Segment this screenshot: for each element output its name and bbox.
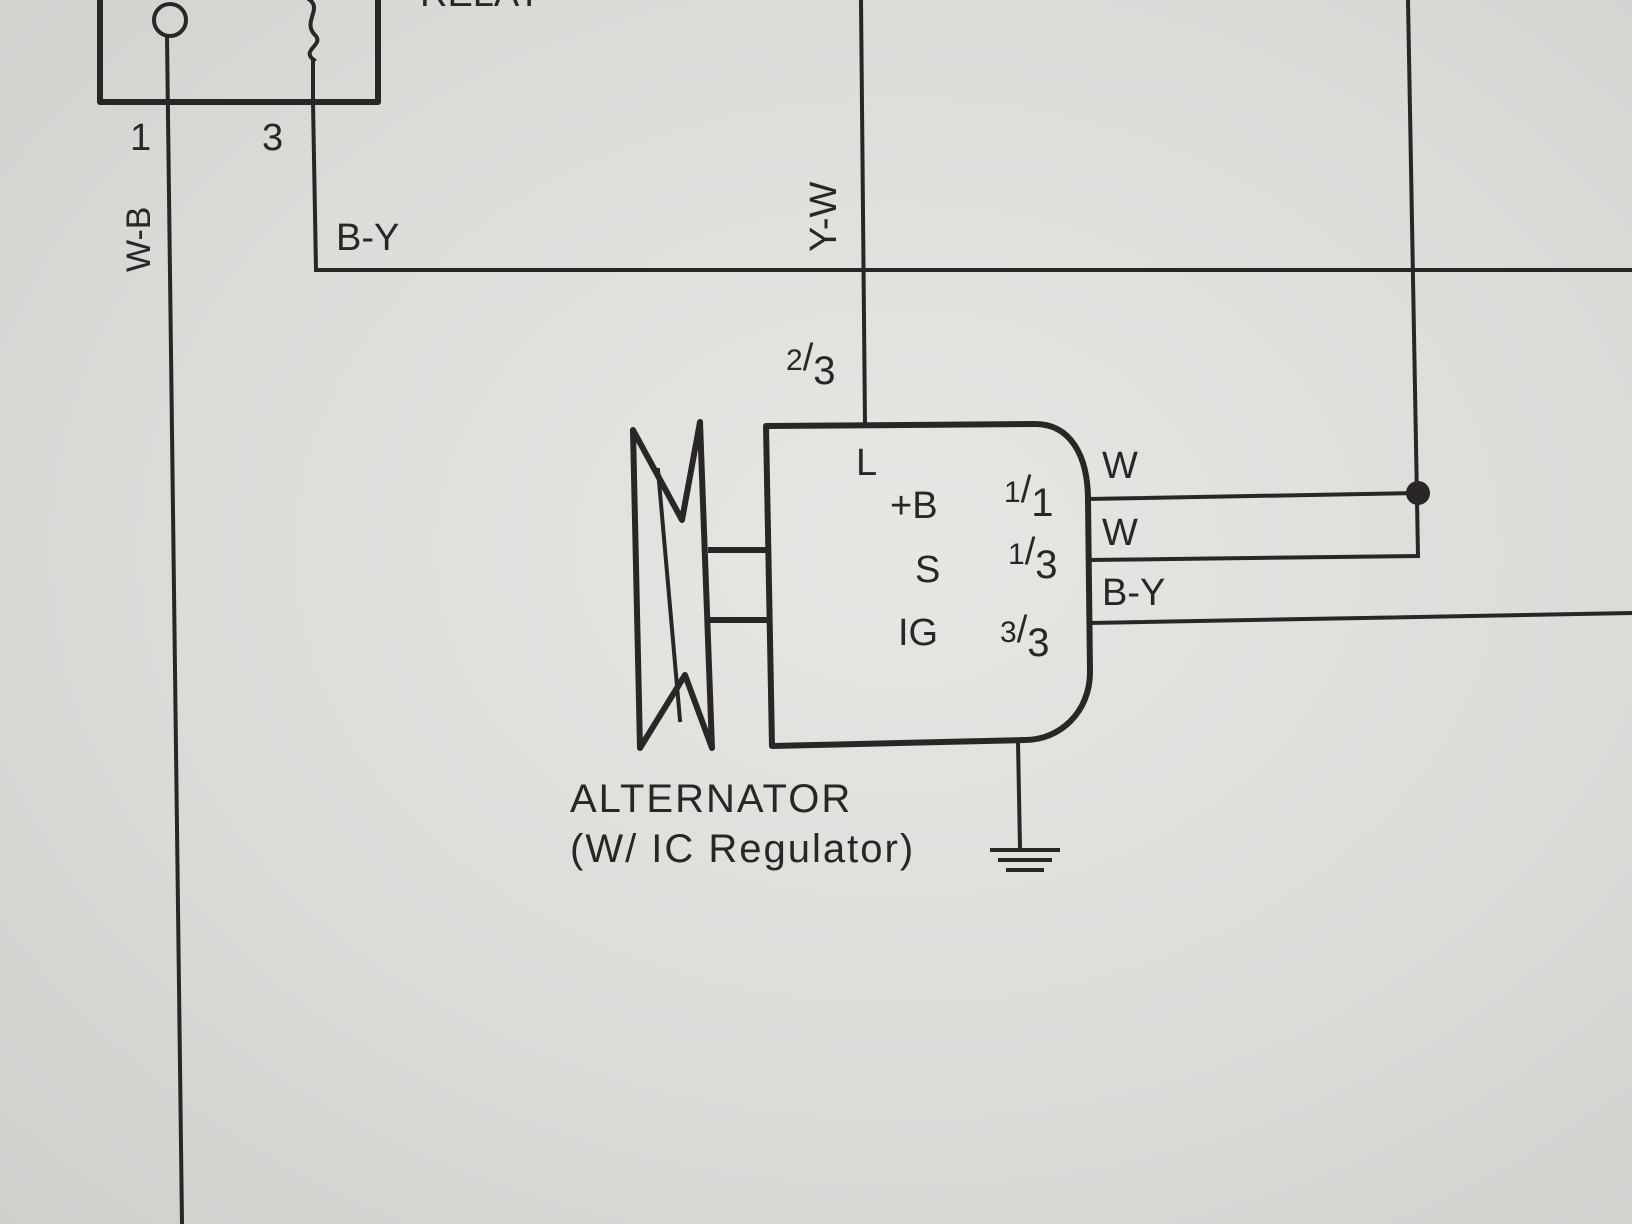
terminal-s-label: S [915,549,940,591]
pulley-groove [655,467,683,723]
terminal-b-label: +B [890,485,938,527]
wire-w-b: W-B [120,33,185,1224]
wire-w-b-label: W-B [120,207,158,272]
alternator-body [763,421,1093,749]
connector-s-fraction: 1/3 [1008,531,1058,587]
ground-icon [990,848,1060,872]
ground-wire [1015,739,1023,851]
alternator-output-wires: W W B-Y [1085,445,1632,626]
wire-b-y-relay: B-Y [311,58,1632,272]
relay-component: RELAY 1 3 [97,0,542,159]
wire-w-lower [1085,553,1421,563]
connector-l-fraction: 2/3 [786,337,836,393]
pulley-icon [630,419,715,751]
wire-y-w-label: Y-W [803,181,845,252]
wire-w-upper-label: W [1102,445,1138,487]
wire-w-vertical-line [1405,0,1421,559]
wire-b-y-label: B-Y [336,217,399,259]
wire-b-y-line [311,58,1632,272]
wire-w-vertical [1405,0,1430,559]
wire-y-w-line [858,0,868,428]
connector-b-fraction: 1/1 [1004,469,1054,525]
relay-box [97,0,381,105]
alternator-subtitle: (W/ IC Regulator) [570,827,915,871]
wire-y-w: Y-W 2/3 [786,0,868,428]
terminal-ig-label: IG [898,612,938,654]
relay-label: RELAY [420,0,542,15]
relay-coil-icon [306,0,320,63]
relay-pin-1: 1 [130,117,151,159]
wire-w-upper [1085,490,1421,502]
connector-ig-fraction: 3/3 [1000,609,1050,665]
relay-pin-3: 3 [262,117,283,159]
wire-w-b-line [164,33,185,1224]
terminal-l-label: L [856,442,877,484]
wire-b-y-output-label: B-Y [1102,572,1165,614]
alternator-component: L +B S IG 1/1 1/3 3/3 ALTERNATOR [570,419,1093,872]
relay-contact-icon [152,2,188,38]
wire-w-lower-label: W [1102,512,1138,554]
alternator-title: ALTERNATOR [570,777,852,821]
wire-b-y-output [1087,610,1632,626]
